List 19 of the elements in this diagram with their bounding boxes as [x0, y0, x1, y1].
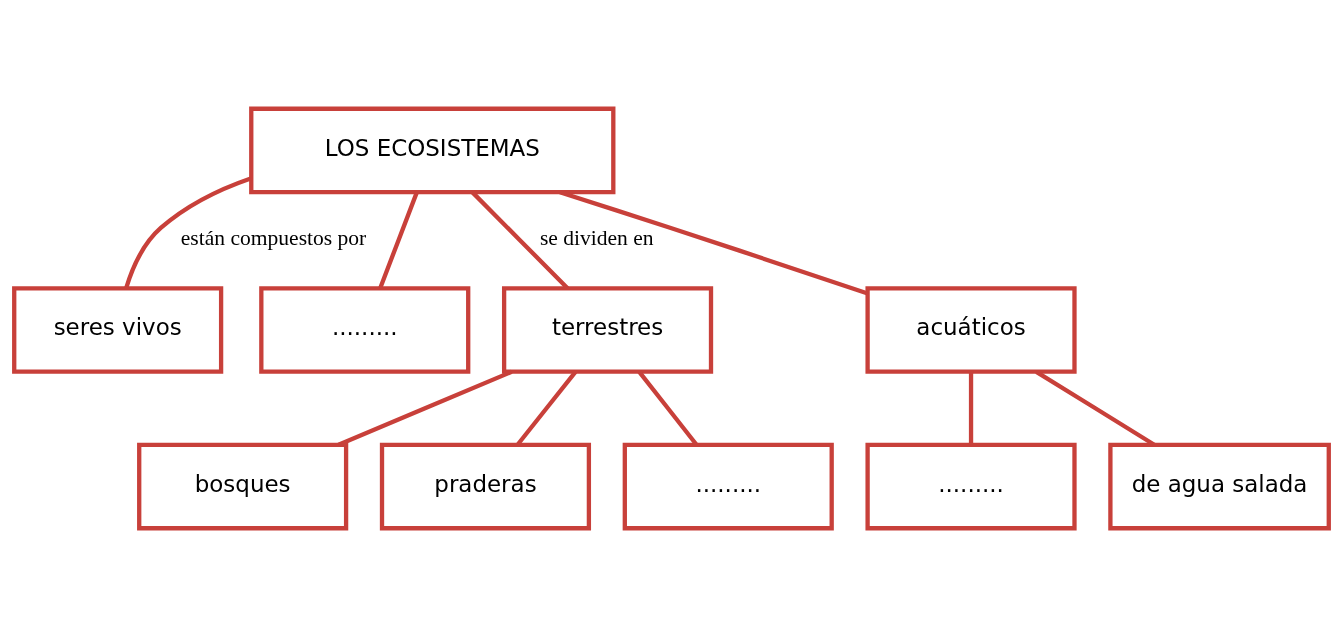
connector: [124, 176, 252, 289]
edge-label: están compuestos por: [180, 226, 367, 251]
node-box: acuáticos: [865, 286, 1077, 374]
connector: [559, 190, 868, 296]
connector: [968, 371, 974, 445]
node-box: .........: [259, 286, 471, 374]
node-box: praderas: [379, 442, 592, 531]
connector: [378, 191, 419, 289]
edge-label: se dividen en: [539, 226, 654, 251]
node-box: de agua salada: [1108, 442, 1331, 531]
node-box: terrestres: [501, 286, 714, 374]
connector: [637, 370, 699, 446]
node-box: LOS ECOSISTEMAS: [249, 106, 616, 195]
node-box: seres vivos: [12, 286, 224, 374]
node-box: .........: [865, 442, 1077, 531]
connector: [337, 369, 513, 447]
node-box: bosques: [137, 442, 349, 531]
node-box: .........: [622, 442, 834, 531]
connector: [516, 370, 578, 446]
